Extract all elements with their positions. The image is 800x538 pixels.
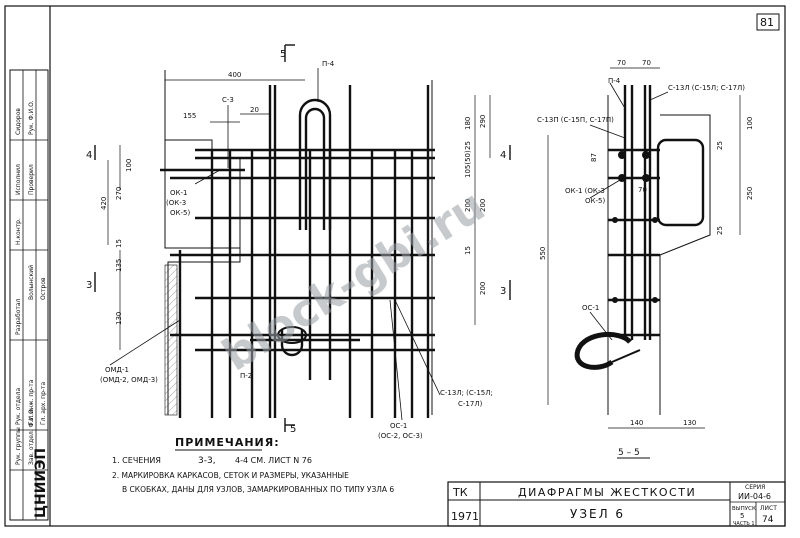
title-node: УЗЕЛ 6	[570, 507, 625, 521]
dim-15b: 15	[464, 246, 472, 255]
label-p4: П-4	[322, 60, 335, 68]
label-c13p: С-13П (С-15П, С-17П)	[537, 116, 614, 124]
label-p2: П-2	[240, 372, 252, 380]
sheet-number: 81	[760, 16, 774, 29]
dim-130: 130	[115, 312, 123, 325]
note-1-sections: 3-3,	[198, 456, 216, 466]
title-main: ДИАФРАГМЫ ЖЕСТКОСТИ	[518, 486, 696, 499]
stamp-cell-9: Рук. отдела	[15, 388, 22, 425]
dim-140: 140	[630, 419, 643, 427]
stamp-cell-11: Гл. арх. пр-та	[40, 381, 47, 425]
issue-label: ВЫПУСК	[732, 506, 756, 512]
stamp-org: ЦНИИЭП	[33, 448, 49, 518]
stamp-cell-10: Гл. инж. пр-та	[28, 379, 35, 425]
section-mark-4-right: 4	[500, 150, 506, 161]
dim-270: 270	[115, 187, 123, 200]
stamp-cell-2: Рук. Ф.И.О.	[28, 100, 35, 135]
label-ok1: ОК-1	[170, 189, 187, 197]
label-omd2: (ОМД-2, ОМД-3)	[100, 376, 158, 384]
sheet-value: 74	[762, 515, 774, 525]
stamp-cell-7: Волынский	[28, 265, 35, 300]
label-oc1: ОС-1	[390, 422, 407, 430]
section-5-5-view	[547, 67, 741, 459]
label-c3: С-3	[222, 96, 234, 104]
label-p4-right: П-4	[608, 77, 621, 85]
label-ok5: ОК-5)	[170, 209, 190, 217]
dim-155: 155	[183, 112, 196, 120]
issue-value: 5	[740, 512, 744, 520]
dim-100-right: 100	[746, 117, 754, 130]
note-2-line-1: 2. МАРКИРОВКА КАРКАСОВ, СЕТОК И РАЗМЕРЫ,…	[112, 471, 349, 480]
label-c13l: С-13Л; (С-15Л;	[440, 389, 493, 397]
stamp-cell-4: Проверил	[28, 164, 35, 195]
outer-frame	[4, 5, 786, 527]
section-mark-5-top: 5	[280, 49, 286, 60]
series-value: ИИ-04-6	[738, 492, 771, 501]
dim-200b: 200	[479, 199, 487, 212]
elevation-view	[94, 44, 511, 432]
label-c17l: С-17Л)	[458, 400, 483, 408]
label-omd1: ОМД-1	[105, 366, 129, 374]
stamp-cell-1: Сидоров	[15, 108, 22, 135]
stamp-cell-13: Зав. отдел. Ф.И.О.	[28, 407, 35, 465]
dim-200c: 200	[479, 282, 487, 295]
stamp-cell-3: Исполнил	[15, 164, 22, 195]
stamp-cell-12: Рук. группы	[15, 427, 22, 465]
label-ok5-right: ОК-5)	[585, 197, 605, 205]
dim-25b: 25	[716, 226, 724, 235]
note-2-line-2: В СКОБКАХ, ДАНЫ ДЛЯ УЗЛОВ, ЗАМАРКИРОВАНН…	[122, 485, 394, 494]
side-stamp: Сидоров Рук. Ф.И.О. Исполнил Проверил Н.…	[9, 69, 49, 521]
dim-290: 290	[479, 115, 487, 128]
section-mark-3-left: 3	[86, 280, 92, 291]
sheet-number-box: 81	[756, 13, 780, 31]
section-title-5-5: 5 – 5	[618, 448, 640, 458]
dim-250: 250	[746, 187, 754, 200]
section-mark-4-left: 4	[86, 150, 92, 161]
dim-550: 550	[539, 247, 547, 260]
stamp-cell-8: Остров	[40, 277, 47, 300]
dim-100: 100	[125, 159, 133, 172]
dim-180: 180	[464, 117, 472, 130]
section-mark-5-bottom: 5	[290, 424, 296, 435]
dim-25a: 25	[716, 141, 724, 150]
dim-135: 135	[115, 259, 123, 272]
label-c13l-right: С-13Л (С-15Л; С-17Л)	[668, 84, 745, 92]
label-oc1-right: ОС-1	[582, 304, 599, 312]
dim-400: 400	[228, 71, 241, 79]
title-block: ТК 1971 ДИАФРАГМЫ ЖЕСТКОСТИ УЗЕЛ 6 СЕРИЯ…	[447, 481, 786, 527]
stamp-cell-6: Разработал	[15, 298, 22, 335]
dim-420: 420	[100, 197, 108, 210]
dim-70c: 70	[638, 186, 647, 194]
dim-70a: 70	[617, 59, 626, 67]
dim-87: 87	[590, 153, 598, 162]
dim-130-right: 130	[683, 419, 696, 427]
dim-20: 20	[250, 106, 259, 114]
notes-block: ПРИМЕЧАНИЯ: 1. СЕЧЕНИЯ 3-3, 4-4 СМ. ЛИСТ…	[112, 436, 394, 494]
title-org: ТК	[452, 486, 468, 499]
section-mark-3-right: 3	[500, 286, 506, 297]
note-1-ref: 4-4 СМ. ЛИСТ N 76	[235, 456, 312, 465]
stamp-cell-5: Н.контр.	[15, 218, 22, 245]
title-year: 1971	[451, 510, 479, 523]
notes-title: ПРИМЕЧАНИЯ:	[175, 436, 280, 449]
label-oc2: (ОС-2, ОС-3)	[378, 432, 423, 440]
series-label: СЕРИЯ	[745, 484, 765, 491]
label-ok1-right: ОК-1 (ОК-3	[565, 187, 605, 195]
dim-15: 15	[115, 239, 123, 248]
note-1-label: 1. СЕЧЕНИЯ	[112, 456, 161, 465]
dim-200a: 200	[464, 199, 472, 212]
part-label: ЧАСТЬ 1	[733, 521, 755, 527]
sheet-label: ЛИСТ	[760, 505, 777, 512]
dim-25: 25	[464, 141, 472, 150]
dim-105: 105(50)	[464, 150, 472, 178]
label-ok3: (ОК-3	[166, 199, 186, 207]
dim-70b: 70	[642, 59, 651, 67]
